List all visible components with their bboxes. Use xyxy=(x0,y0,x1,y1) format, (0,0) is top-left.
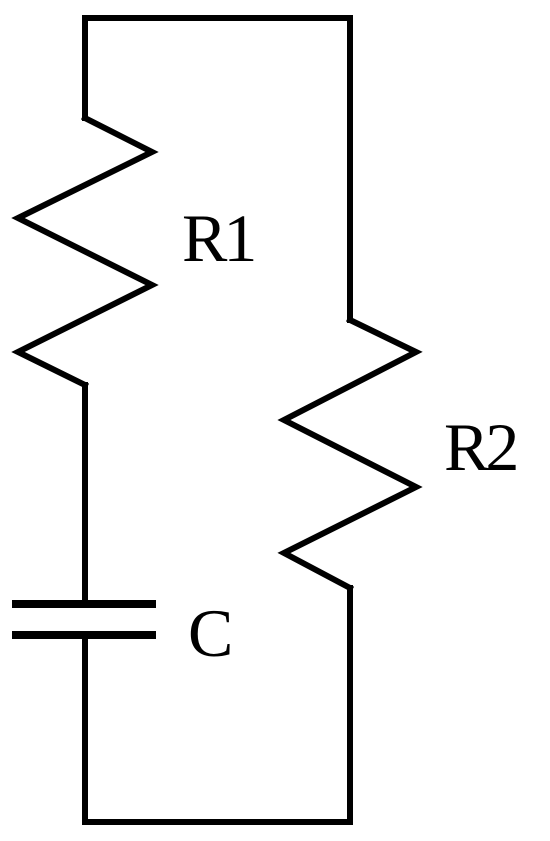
resistor-r2 xyxy=(277,315,423,593)
top-wire xyxy=(82,15,353,323)
label-r2: R2 xyxy=(444,409,516,485)
resistor-r1 xyxy=(11,113,159,390)
label-r1: R1 xyxy=(182,200,253,276)
label-c: C xyxy=(188,595,230,671)
bottom-wire xyxy=(82,585,353,825)
